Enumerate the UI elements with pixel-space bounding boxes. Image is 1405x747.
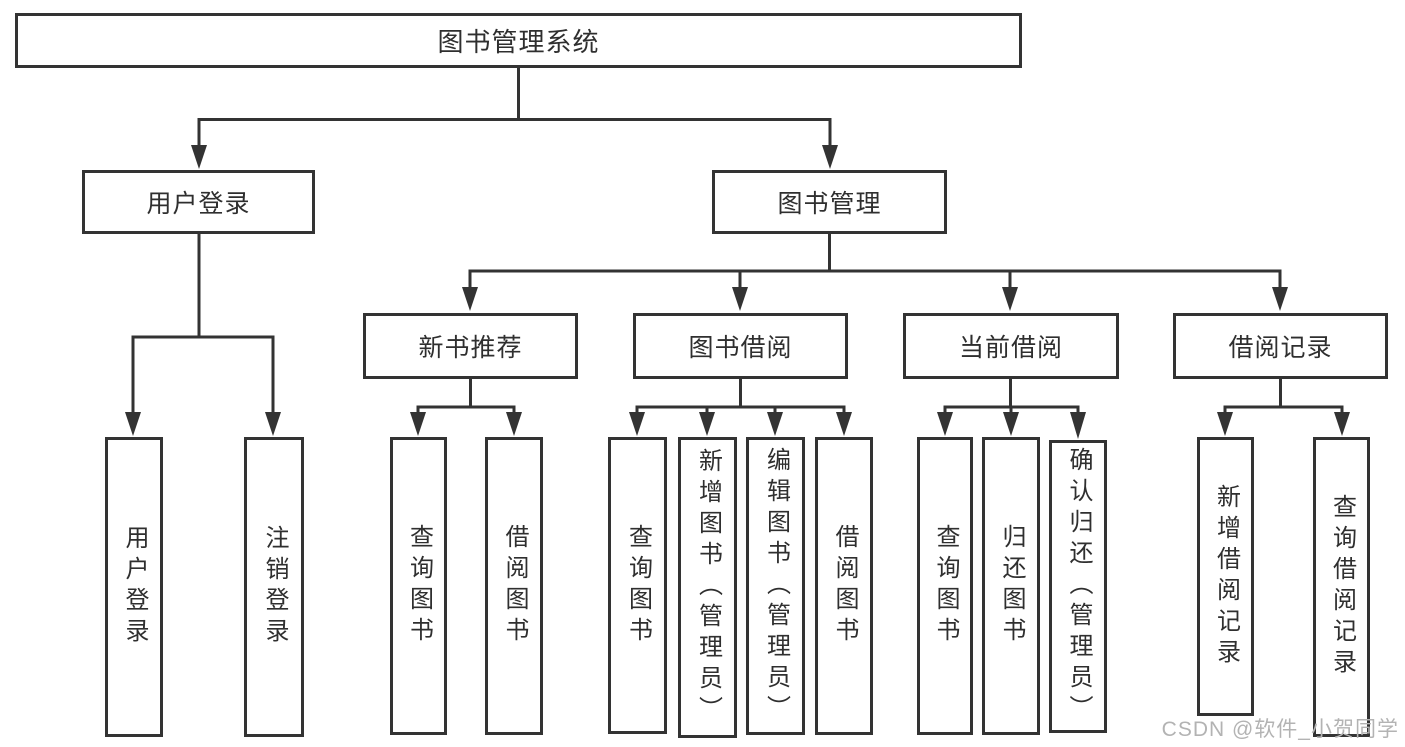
node-library-management-system: 图书管理系统 (15, 13, 1022, 68)
leaf-label: 确认归还（管理员） (1065, 447, 1092, 726)
leaf-return-books: 归还图书 (982, 437, 1040, 735)
arrowheads-borrowing-records (1217, 412, 1350, 436)
connector-user-login (131, 233, 275, 414)
arrowheads-new-book-recommend (410, 412, 522, 436)
csdn-watermark: CSDN @软件_小贺同学 (1161, 718, 1399, 741)
arrowheads-current-borrowing (937, 412, 1086, 439)
connector-book-management (468, 233, 1282, 290)
leaf-logout-login: 注销登录 (244, 437, 304, 737)
leaf-borrow-books-recommend: 借阅图书 (485, 437, 543, 735)
node-book-borrowing: 图书借阅 (633, 313, 848, 379)
leaf-label: 归还图书 (998, 524, 1025, 648)
leaf-label: 借阅图书 (831, 524, 858, 648)
leaf-edit-books-admin: 编辑图书（管理员） (746, 437, 805, 735)
leaf-query-borrow-record: 查询借阅记录 (1313, 437, 1370, 737)
connector-current-borrowing (943, 378, 1080, 416)
node-current-borrowing: 当前借阅 (903, 313, 1119, 379)
arrowheads-book-management (462, 287, 1288, 311)
leaf-query-books-current: 查询图书 (917, 437, 973, 735)
leaf-query-books-borrowing: 查询图书 (608, 437, 667, 734)
leaf-label: 新增借阅记录 (1212, 483, 1240, 670)
connector-root (197, 67, 832, 148)
leaf-borrow-books-borrowing: 借阅图书 (815, 437, 873, 735)
node-borrowing-records: 借阅记录 (1173, 313, 1388, 379)
leaf-label: 编辑图书（管理员） (762, 446, 790, 726)
node-book-management: 图书管理 (712, 170, 947, 234)
leaf-label: 用户登录 (121, 525, 148, 649)
leaf-label: 查询借阅记录 (1328, 494, 1356, 680)
leaf-label: 注销登录 (261, 525, 288, 649)
arrowheads-root (191, 145, 838, 169)
node-user-login: 用户登录 (82, 170, 315, 234)
arrowheads-user-login (125, 412, 281, 436)
connector-borrowing-records (1223, 378, 1344, 416)
leaf-label: 借阅图书 (501, 524, 528, 648)
connector-book-borrowing (635, 378, 846, 416)
node-new-book-recommend: 新书推荐 (363, 313, 578, 379)
leaf-add-borrow-record: 新增借阅记录 (1197, 437, 1254, 716)
leaf-label: 查询图书 (932, 524, 959, 648)
leaf-query-books-recommend: 查询图书 (390, 437, 447, 735)
arrowheads-book-borrowing (629, 412, 852, 436)
leaf-confirm-return-admin: 确认归还（管理员） (1049, 440, 1107, 733)
leaf-label: 新增图书（管理员） (694, 448, 722, 727)
leaf-add-books-admin: 新增图书（管理员） (678, 437, 737, 738)
leaf-user-login: 用户登录 (105, 437, 163, 737)
connector-new-book-recommend (416, 378, 516, 416)
leaf-label: 查询图书 (405, 524, 433, 648)
leaf-label: 查询图书 (624, 523, 652, 648)
